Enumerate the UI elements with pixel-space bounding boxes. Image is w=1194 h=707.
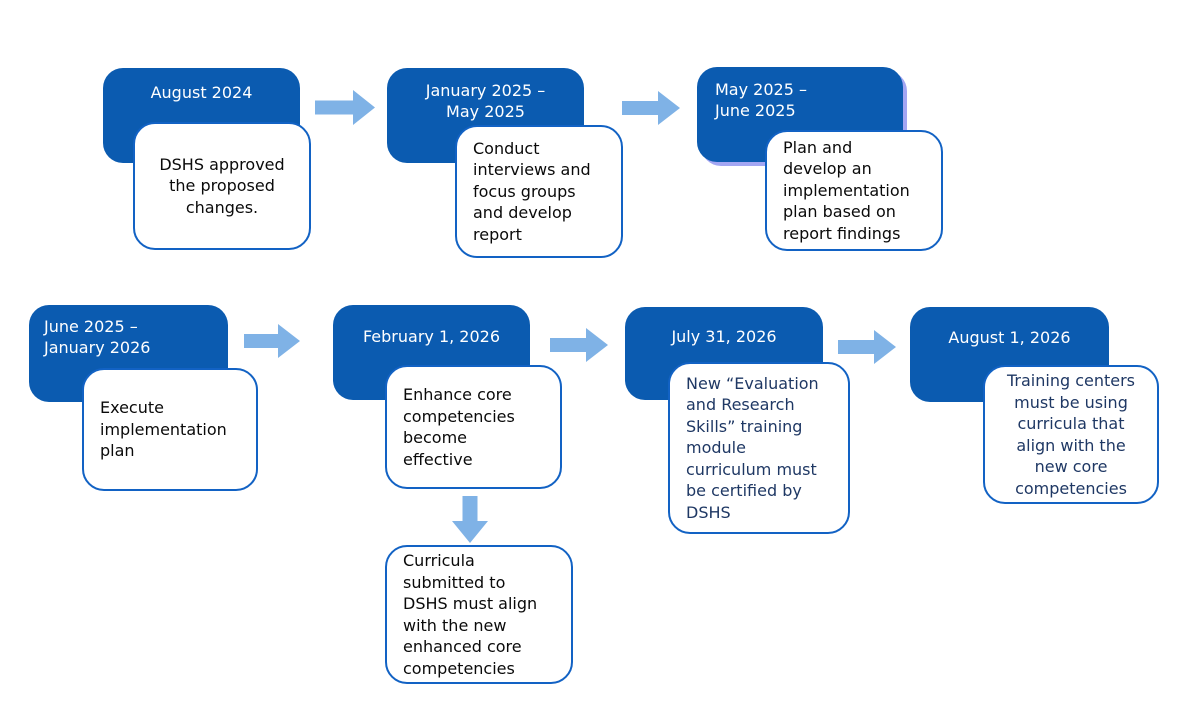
arrow-right-icon — [315, 90, 375, 125]
description-text-step-4: Execute implementation plan — [100, 398, 227, 461]
description-text-step-3: Plan and develop an implementation plan … — [783, 137, 910, 243]
description-box-step-2: Conduct interviews and focus groups and … — [455, 125, 623, 258]
description-text-step-1: DSHS approved the proposed changes. — [159, 154, 285, 217]
description-box-step-1: DSHS approved the proposed changes. — [133, 122, 311, 250]
description-box-step-3: Plan and develop an implementation plan … — [765, 130, 943, 251]
description-box-step-4: Execute implementation plan — [82, 368, 258, 491]
description-text-step-2: Conduct interviews and focus groups and … — [473, 138, 591, 244]
description-text-step-7: Training centers must be using curricula… — [1006, 371, 1136, 498]
arrow-right-icon — [244, 324, 300, 358]
description-text-step-6: New “Evaluation and Research Skills” tra… — [686, 373, 819, 522]
description-box-branch: Curricula submitted to DSHS must align w… — [385, 545, 573, 684]
description-text-branch: Curricula submitted to DSHS must align w… — [403, 551, 538, 678]
arrow-right-icon — [838, 330, 896, 364]
description-box-step-5: Enhance core competencies become effecti… — [385, 365, 562, 489]
description-box-step-6: New “Evaluation and Research Skills” tra… — [668, 362, 850, 534]
arrow-right-icon — [622, 91, 680, 125]
arrow-down-icon — [452, 496, 488, 543]
arrow-right-icon — [550, 328, 608, 362]
description-box-step-7: Training centers must be using curricula… — [983, 365, 1159, 504]
description-text-step-5: Enhance core competencies become effecti… — [403, 385, 515, 469]
